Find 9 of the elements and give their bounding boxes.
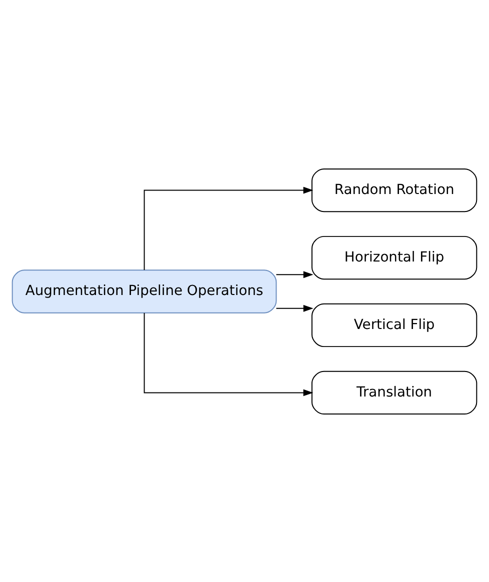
arrow — [144, 186, 314, 270]
node-box: Vertical Flip — [311, 302, 478, 347]
arrow — [276, 270, 314, 278]
node-box: Augmentation Pipeline Operations — [12, 269, 277, 313]
node-box: Horizontal Flip — [311, 235, 478, 280]
arrow — [276, 304, 314, 312]
node-box: Translation — [311, 370, 478, 414]
node-box: Random Rotation — [311, 168, 478, 212]
arrow — [144, 312, 314, 396]
